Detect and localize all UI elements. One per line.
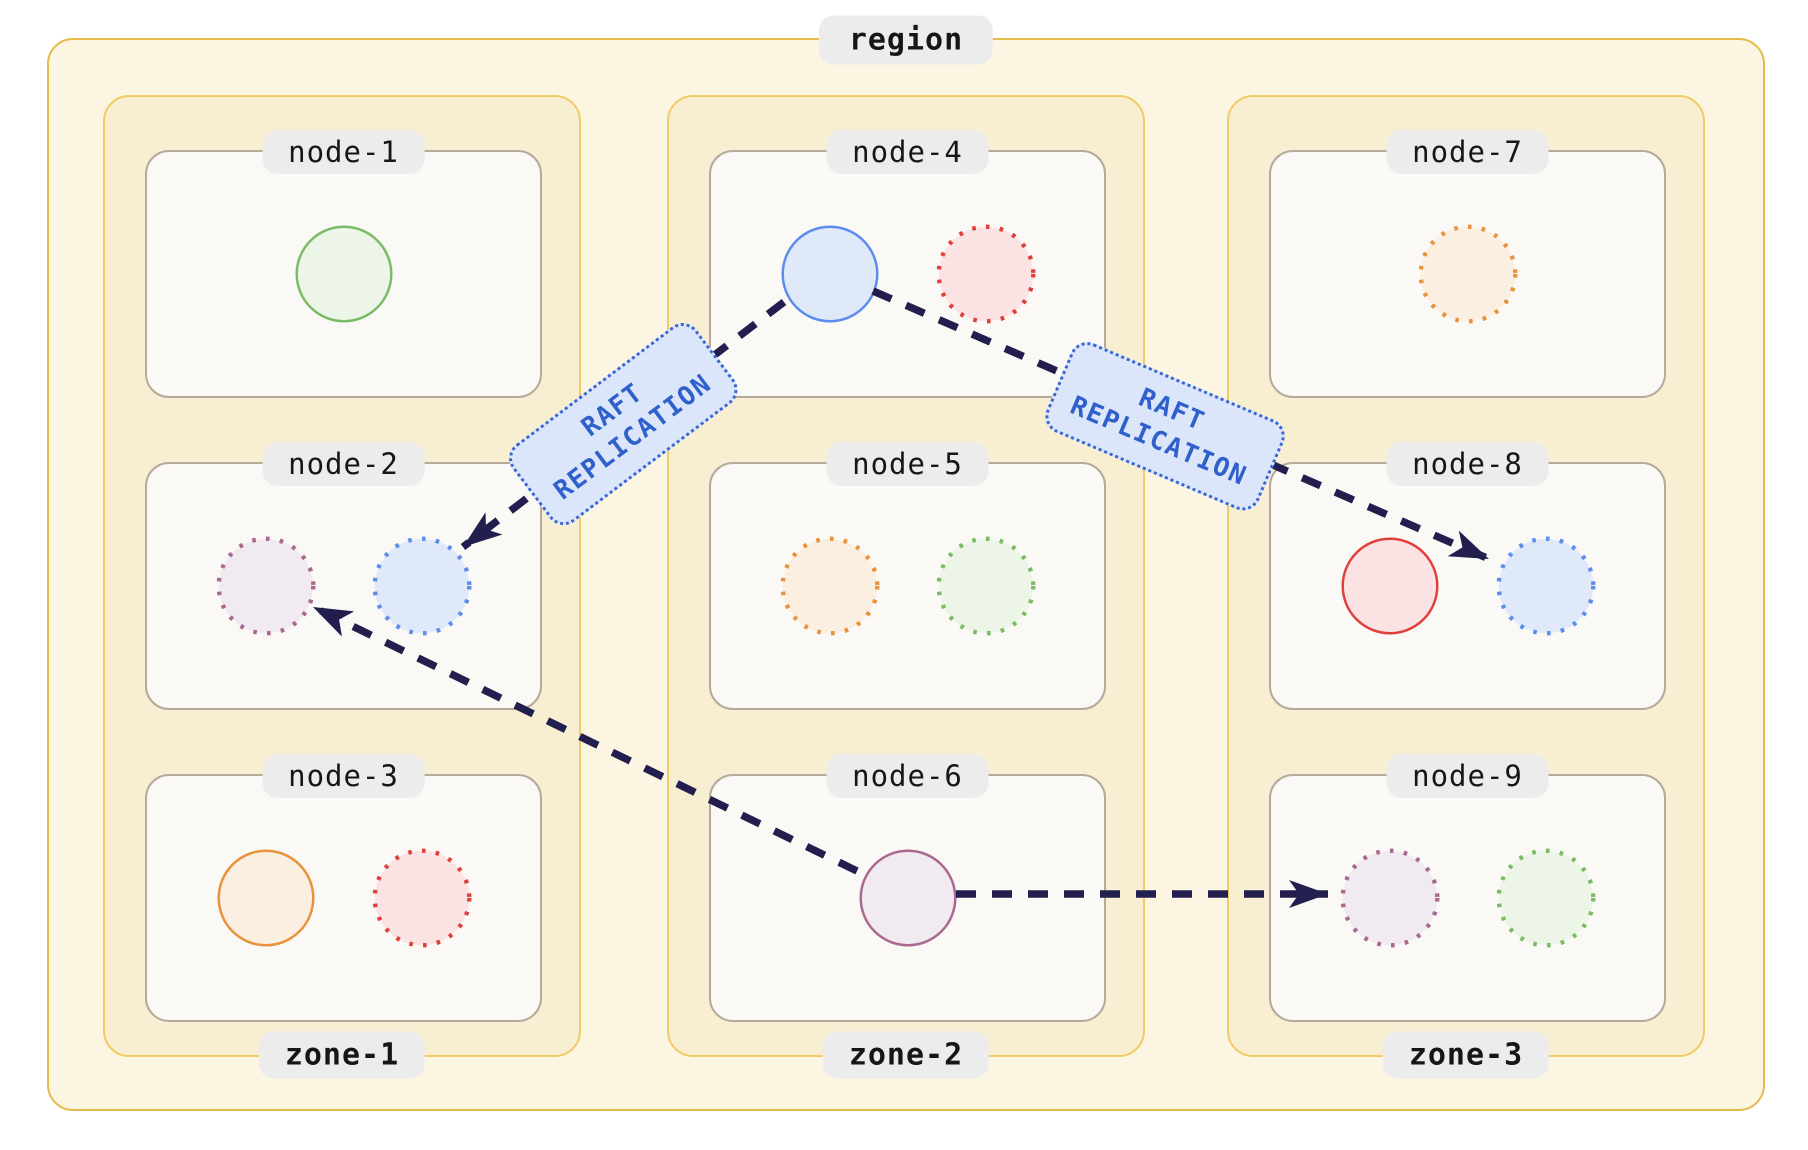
replica-purple-dotted	[216, 536, 315, 636]
node-label-node-9: node-9	[1386, 754, 1549, 798]
node-box-node-9: node-9	[1269, 754, 1666, 1022]
replica-group	[147, 776, 540, 1020]
node-box-node-3: node-3	[145, 754, 542, 1022]
node-box-node-1: node-1	[145, 130, 542, 398]
replica-purple-solid	[858, 849, 957, 947]
node-box-node-2: node-2	[145, 442, 542, 710]
replica-group	[1271, 464, 1664, 708]
replica-orange-solid	[216, 849, 315, 947]
replica-red-solid	[1340, 537, 1439, 635]
replica-red-dotted	[372, 848, 471, 948]
replica-group	[1271, 152, 1664, 396]
node-box-node-5: node-5	[709, 442, 1106, 710]
node-label-node-4: node-4	[826, 130, 989, 174]
replica-group	[147, 464, 540, 708]
zone-container-zone-1: zone-1 node-1 node-2 node-3	[103, 95, 581, 1079]
zone-label-zone-1: zone-1	[258, 1031, 426, 1079]
node-label-node-1: node-1	[262, 130, 425, 174]
zone-container-zone-3: zone-3 node-7 node-8 node-9	[1227, 95, 1705, 1079]
node-label-node-2: node-2	[262, 442, 425, 486]
node-box-node-7: node-7	[1269, 130, 1666, 398]
node-box-node-8: node-8	[1269, 442, 1666, 710]
replica-orange-dotted	[780, 536, 879, 636]
zone-label-zone-3: zone-3	[1382, 1031, 1550, 1079]
replica-group	[1271, 776, 1664, 1020]
replica-blue-dotted	[1496, 536, 1595, 636]
replica-blue-solid	[780, 225, 879, 323]
node-label-node-7: node-7	[1386, 130, 1549, 174]
replica-purple-dotted	[1340, 848, 1439, 948]
replica-red-dotted	[936, 224, 1035, 324]
region-label: region	[818, 15, 994, 65]
replica-group	[711, 152, 1104, 396]
zone-container-zone-2: zone-2 node-4 node-5 node-6	[667, 95, 1145, 1079]
zone-label-zone-2: zone-2	[822, 1031, 990, 1079]
replica-green-dotted	[936, 536, 1035, 636]
node-box-node-6: node-6	[709, 754, 1106, 1022]
replica-green-solid	[294, 225, 393, 323]
replica-orange-dotted	[1418, 224, 1517, 324]
replica-blue-dotted	[372, 536, 471, 636]
replica-group	[147, 152, 540, 396]
replica-group	[711, 464, 1104, 708]
node-box-node-4: node-4	[709, 130, 1106, 398]
replica-green-dotted	[1496, 848, 1595, 948]
replica-group	[711, 776, 1104, 1020]
